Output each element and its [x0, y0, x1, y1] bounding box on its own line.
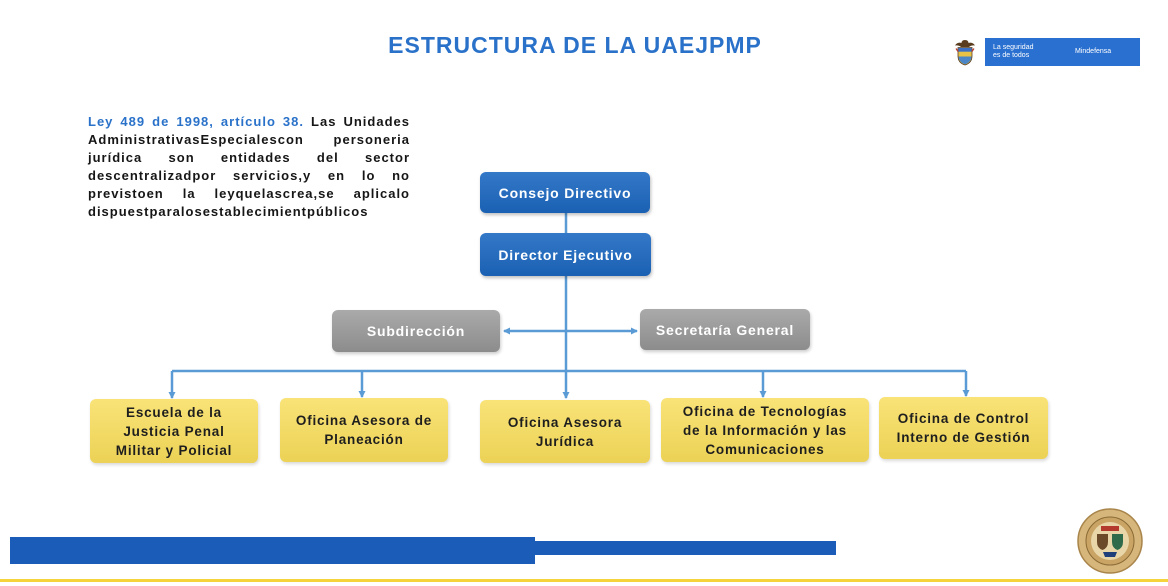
- escuela-justicia-penal-box: Escuela de la Justicia Penal Militar y P…: [90, 399, 258, 463]
- box-label: Consejo Directivo: [498, 184, 632, 201]
- box-label-line: Justicia Penal: [123, 423, 225, 439]
- oficina-juridica-box: Oficina Asesora Jurídica: [480, 400, 650, 463]
- box-label-line: Jurídica: [535, 433, 595, 449]
- box-label-line: Oficina Asesora de: [295, 413, 433, 428]
- oficina-tecnologias-box: Oficina de Tecnologías de la Información…: [661, 398, 869, 462]
- box-label: Secretaría General: [655, 321, 795, 338]
- footer-accent-line: [0, 579, 1168, 582]
- footer-bar-thick: [10, 537, 535, 564]
- box-label-line: Planeación: [324, 432, 404, 447]
- box-label-line: Escuela de la: [126, 404, 222, 420]
- coat-of-arms-icon: [955, 40, 975, 66]
- footer-bar-thin: [535, 541, 836, 555]
- box-label-line: Interno de Gestión: [896, 430, 1031, 445]
- subdireccion-box: Subdirección: [332, 310, 500, 352]
- box-label: Director Ejecutivo: [498, 246, 633, 263]
- institutional-seal-icon: [1077, 508, 1143, 574]
- director-ejecutivo-box: Director Ejecutivo: [480, 233, 651, 276]
- government-brand-banner: La seguridad es de todos Mindefensa: [985, 38, 1140, 66]
- legal-citation: Ley 489 de 1998, artículo 38.: [88, 114, 304, 129]
- secretaria-general-box: Secretaría General: [640, 309, 810, 350]
- legal-text-line: previstoen la leyquelascrea,se aplicalo: [88, 186, 410, 201]
- box-label-line: de la Información y las: [683, 422, 847, 438]
- brand-slogan: La seguridad es de todos: [993, 44, 1033, 60]
- slide-title: ESTRUCTURA DE LA UAEJPMP: [388, 32, 762, 58]
- box-label-line: Oficina de Control: [897, 411, 1030, 426]
- box-label-line: Militar y Policial: [115, 442, 233, 458]
- legal-text-line: dispuestparalosestablecimientpúblicos: [88, 204, 369, 219]
- brand-slogan-line: La seguridad: [993, 44, 1034, 51]
- legal-text-line: Ley 489 de 1998, artículo 38. Las Unidad…: [88, 113, 410, 131]
- oficina-control-interno-box: Oficina de Control Interno de Gestión: [879, 397, 1048, 459]
- box-label-line: Comunicaciones: [705, 441, 825, 457]
- legal-text-line: AdministrativasEspecialescon personeria: [88, 132, 410, 147]
- consejo-directivo-box: Consejo Directivo: [480, 172, 650, 213]
- box-label-line: Oficina de Tecnologías: [682, 403, 848, 419]
- brand-slogan-line: es de todos: [993, 52, 1030, 59]
- brand-ministry: Mindefensa: [1075, 48, 1112, 55]
- legal-basis-text: Ley 489 de 1998, artículo 38. Las Unidad…: [88, 113, 410, 221]
- legal-text-line: jurídica son entidades del sector: [88, 150, 410, 165]
- box-label-line: Oficina Asesora: [507, 414, 623, 430]
- box-label: Subdirección: [366, 323, 466, 339]
- oficina-planeacion-box: Oficina Asesora de Planeación: [280, 398, 448, 462]
- legal-text-lead: Las Unidades: [311, 114, 410, 129]
- legal-text-line: descentralizadpor servicios,y en lo no: [88, 168, 410, 183]
